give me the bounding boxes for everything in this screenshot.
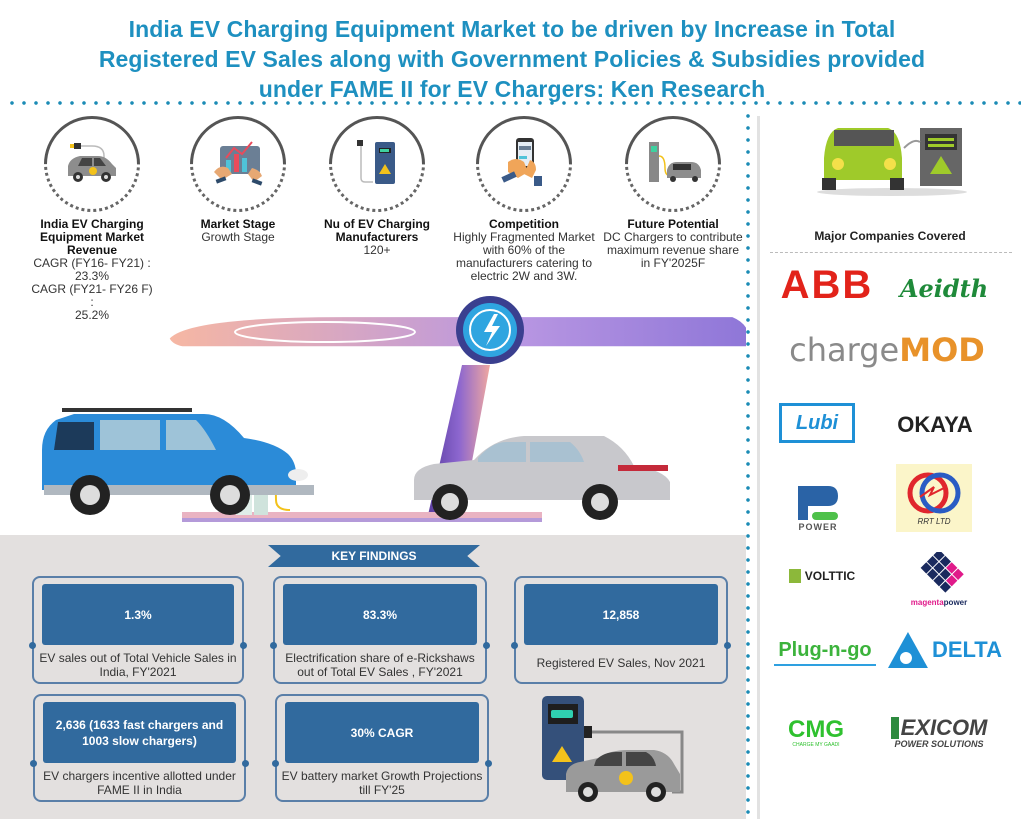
stat-heading: India EV Charging Equipment Market Reven… — [39, 217, 144, 257]
charger-car-illustration — [542, 696, 684, 802]
magenta-diamond-grid-icon — [920, 551, 964, 593]
dc-charger-car-icon — [649, 142, 701, 182]
logo-aeidth: Aeidth — [899, 273, 989, 303]
finding-value: 2,636 (1633 fast chargers and 1003 slow … — [43, 702, 236, 763]
finding-value: 30% CAGR — [285, 702, 479, 763]
finding-value: 83.3% — [283, 584, 477, 645]
finding-description: Registered EV Sales, Nov 2021 — [536, 656, 706, 670]
finding-description: EV battery market Growth Projections til… — [281, 769, 483, 797]
logo-okaya: OKAYA — [897, 412, 973, 437]
stat-future-potential: Future Potential DC Chargers to contribu… — [602, 96, 744, 270]
logo-power: POWER — [790, 480, 846, 536]
logo-delta: DELTA — [888, 632, 1002, 668]
logo-magentapower: magentapower — [904, 548, 974, 610]
finding-card: 1.3% EV sales out of Total Vehicle Sales… — [29, 576, 247, 684]
finding-description: Electrification share of e-Rickshaws out… — [285, 651, 475, 679]
stat-value: CAGR (FY16- FY21) : — [33, 256, 151, 270]
companies-panel — [757, 116, 1024, 819]
ev-car-plug-icon — [68, 143, 116, 182]
stat-circle — [605, 96, 741, 232]
smartphone-hand-icon — [501, 138, 542, 186]
logo-abb: ABB — [780, 262, 874, 307]
stat-value: Growth Stage — [201, 230, 275, 244]
green-car-charger-illustration — [817, 128, 967, 196]
stat-circle — [309, 96, 445, 232]
title-line-2: Registered EV Sales along with Governmen… — [98, 46, 926, 72]
companies-title: Major Companies Covered — [814, 229, 966, 243]
title-line-3: under FAME II for EV Chargers: Ken Resea… — [258, 76, 766, 102]
finding-description: EV sales out of Total Vehicle Sales in I… — [39, 651, 237, 679]
finding-value: 1.3% — [42, 584, 234, 645]
stat-value: 25.2% — [74, 308, 110, 322]
stat-heading: Nu of EV Charging Manufacturers — [324, 217, 430, 244]
stat-heading: Market Stage — [200, 217, 276, 231]
stat-value: CAGR (FY21- FY26 F) : — [31, 282, 153, 309]
key-findings-banner: KEY FINDINGS — [268, 545, 480, 567]
logo-plug-n-go: Plug-n-go — [774, 636, 876, 666]
logo-cmg: CMG CHARGE MY GAADI — [788, 716, 844, 749]
stat-value: 120+ — [363, 243, 391, 257]
stat-value: DC Chargers to contribute maximum revenu… — [603, 230, 743, 270]
finding-card: 12,858 Registered EV Sales, Nov 2021 — [511, 576, 731, 684]
finding-card: 30% CAGR EV battery market Growth Projec… — [272, 694, 492, 802]
stat-value: Highly Fragmented Market with 60% of the… — [453, 230, 595, 283]
blue-suv-illustration — [42, 408, 314, 515]
logo-exicom: EXICOM POWER SOLUTIONS — [884, 716, 994, 750]
logo-volttic: VOLTTIC — [780, 564, 864, 588]
logo-lubi: Lubi — [779, 403, 855, 443]
dotted-divider-horizontal — [6, 101, 1021, 105]
key-findings-title: KEY FINDINGS — [331, 549, 417, 563]
dotted-divider-vertical — [746, 110, 750, 819]
finding-value: 12,858 — [524, 584, 718, 645]
stat-market-stage: Market Stage Growth Stage — [170, 96, 306, 244]
growth-chart-tablet-icon — [214, 141, 263, 186]
stat-circle — [456, 96, 592, 232]
rrt-emblem-icon — [907, 472, 961, 513]
finding-description: EV chargers incentive allotted under FAM… — [43, 769, 236, 797]
page-title: India EV Charging Equipment Market to be… — [0, 14, 1024, 104]
stat-value: 23.3% — [74, 269, 110, 283]
stat-manufacturers: Nu of EV Charging Manufacturers 120+ — [309, 96, 445, 257]
charging-station-icon — [357, 140, 395, 184]
companies-divider — [770, 252, 1012, 253]
stat-competition: Competition Highly Fragmented Market wit… — [450, 96, 598, 283]
stat-circle — [24, 96, 160, 232]
stat-heading: Future Potential — [627, 217, 719, 231]
charging-station-illustration — [42, 296, 746, 522]
delta-triangle-icon — [888, 632, 928, 668]
stat-heading: Competition — [489, 217, 559, 231]
logo-rrt: RRT LTD — [896, 464, 972, 532]
title-line-1: India EV Charging Equipment Market to be… — [128, 16, 896, 42]
volttic-icon — [788, 569, 801, 583]
stat-market-revenue: India EV Charging Equipment Market Reven… — [24, 96, 160, 322]
finding-card: 83.3% Electrification share of e-Ricksha… — [270, 576, 490, 684]
power-p-icon — [798, 486, 838, 520]
finding-card: 2,636 (1633 fast chargers and 1003 slow … — [30, 694, 249, 802]
silver-sedan-illustration — [414, 436, 670, 520]
stat-circle — [170, 96, 306, 232]
